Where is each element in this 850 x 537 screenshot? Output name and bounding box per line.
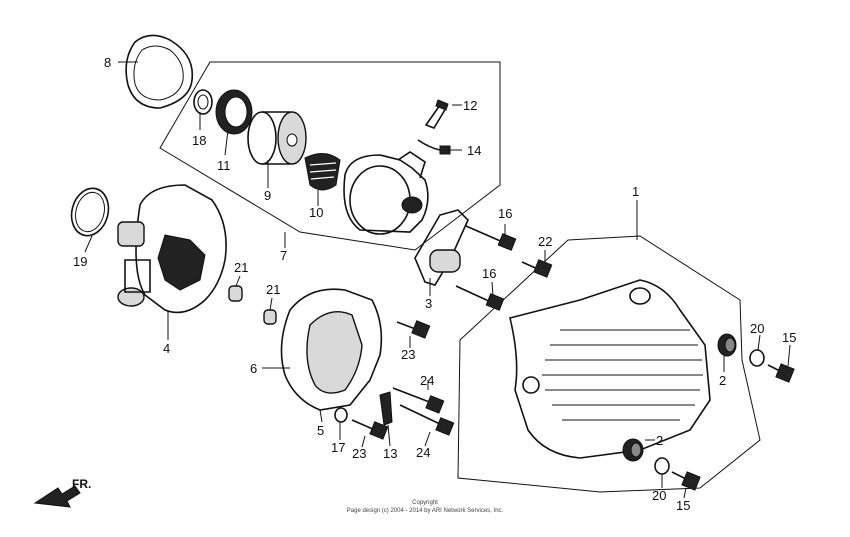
label-part-2b: 2 [656,433,663,448]
gasket-part-8[interactable] [125,34,194,109]
plug-part-2-upper[interactable] [717,333,737,357]
label-part-18: 18 [192,133,206,148]
spring-part-10[interactable] [304,153,341,191]
leader-lines [84,61,791,499]
label-part-16b: 16 [482,266,496,281]
front-direction-arrow: FR. [33,477,91,508]
label-part-11: 11 [217,158,231,173]
label-part-21b: 21 [266,282,280,297]
bolt-part-16-upper[interactable] [465,225,517,251]
bolt-part-22[interactable] [521,259,553,278]
label-part-7: 7 [280,248,287,263]
label-part-15a: 15 [782,330,796,345]
o-ring-part-19[interactable] [66,184,113,240]
label-part-9: 9 [264,188,271,203]
washer-part-17[interactable] [334,407,348,423]
label-part-1: 1 [632,184,639,199]
label-part-12: 12 [463,98,477,113]
dowel-part-21-b[interactable] [263,309,277,325]
bolt-part-23-upper[interactable] [396,320,431,339]
direction-label: FR. [72,477,91,491]
pump-cover-part-6[interactable] [280,288,383,411]
washer-part-20-upper[interactable] [749,349,765,367]
bolt-part-23-lower[interactable] [351,419,389,440]
clamp-part-13[interactable] [379,391,393,426]
bracket-part-3[interactable] [414,209,469,286]
bolt-part-15-lower[interactable] [671,471,701,491]
seal-part-18[interactable] [193,89,213,115]
group-outline-pump [159,61,501,251]
label-part-3: 3 [425,296,432,311]
label-part-22: 22 [538,234,552,249]
label-part-5: 5 [317,423,324,438]
copyright-line-2: Page design (c) 2004 - 2014 by ARI Netwo… [346,508,504,514]
group-outline-cover [457,235,761,493]
label-part-2a: 2 [719,373,726,388]
bolt-part-24-upper[interactable] [392,387,445,414]
label-part-6: 6 [250,361,257,376]
label-part-24b: 24 [416,445,430,460]
bolt-part-15-upper[interactable] [767,363,795,383]
label-part-13: 13 [383,446,397,461]
label-part-20a: 20 [750,321,764,336]
label-part-23a: 23 [401,347,415,362]
side-cover-part-1[interactable] [509,279,711,459]
label-part-21a: 21 [234,260,248,275]
clip-part-14[interactable] [417,139,451,155]
label-part-8: 8 [104,55,111,70]
plug-part-2-lower[interactable] [622,438,644,462]
bolt-part-24-lower[interactable] [399,404,455,436]
label-part-23b: 23 [352,446,366,461]
label-part-10: 10 [309,205,323,220]
label-part-24a: 24 [420,373,434,388]
label-part-16a: 16 [498,206,512,221]
bleed-valve-part-12[interactable] [424,99,449,129]
label-part-4: 4 [163,341,170,356]
washer-part-20-lower[interactable] [654,457,670,475]
label-part-14: 14 [467,143,481,158]
label-part-20b: 20 [652,488,666,503]
copyright-line-1: Copyright [412,500,438,506]
label-part-19: 19 [73,254,87,269]
label-part-15b: 15 [676,498,690,513]
water-pump-part-4[interactable] [117,184,227,314]
impeller-cup-part-9[interactable] [247,111,307,165]
thermostat-housing[interactable] [343,151,429,235]
dowel-part-21-a[interactable] [228,285,243,302]
label-part-17: 17 [331,440,345,455]
seal-part-11[interactable] [215,89,253,135]
bolt-part-16-lower[interactable] [455,285,505,311]
